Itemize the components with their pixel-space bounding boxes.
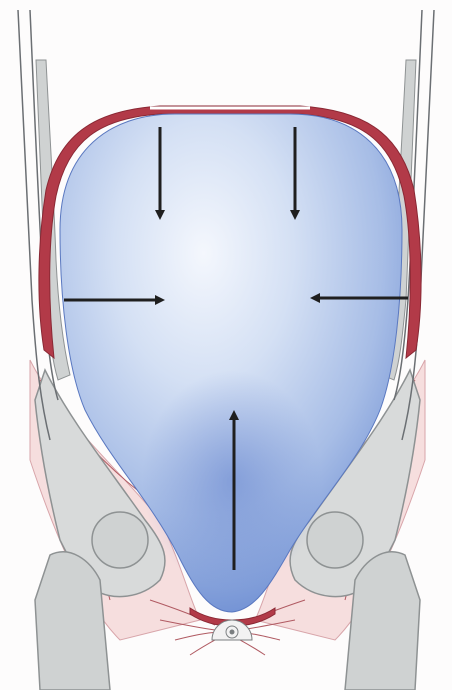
left-femoral-head bbox=[92, 512, 148, 568]
cavity-shadow bbox=[142, 370, 322, 590]
